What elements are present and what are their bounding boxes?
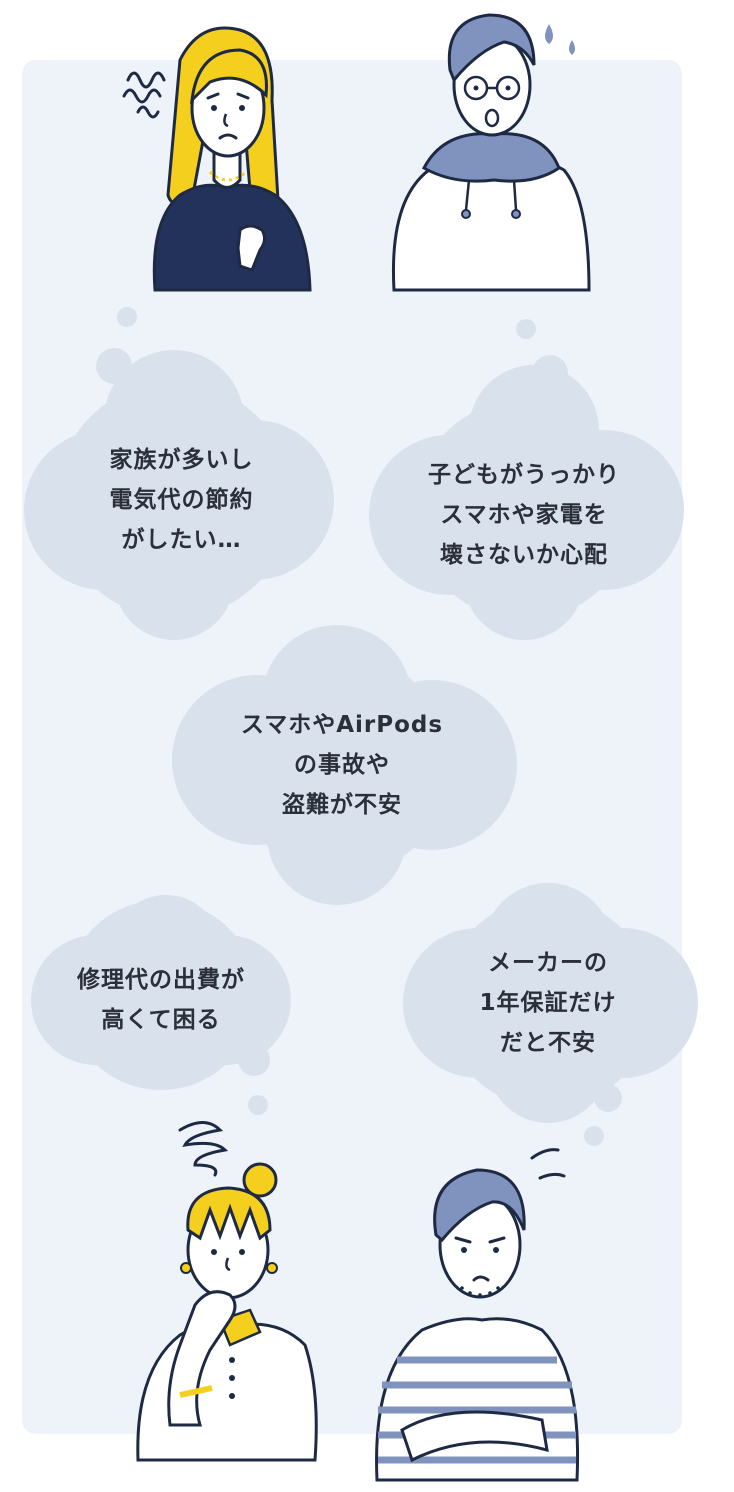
bubble-text-line: スマホや家電を [440, 502, 608, 528]
worried-woman-illustration [110, 20, 340, 304]
thought-bubble-theft: スマホやAirPods の事故や 盗難が不安 [162, 625, 527, 905]
bubble-text-line: 電気代の節約 [109, 487, 254, 513]
bubble-text-line: 子どもがうっかり [428, 462, 620, 488]
thought-bubble-warranty: メーカーの 1年保証だけ だと不安 [398, 878, 698, 1158]
thought-bubble-child-damage: 子どもがうっかり スマホや家電を 壊さないか心配 [364, 315, 694, 645]
bubble-text-line: 高くて困る [101, 1007, 221, 1033]
thought-bubble-repair-cost: 修理代の出費が 高くて困る [26, 890, 296, 1120]
bubble-text-line: 壊さないか心配 [440, 542, 608, 568]
troubled-man-striped-shirt-illustration [372, 1130, 592, 1489]
bubble-text-line: がしたい… [121, 527, 242, 553]
bubble-text-line: 1年保証だけ [479, 990, 617, 1016]
bubble-text-line: メーカーの [488, 950, 608, 976]
bubble-text-line: 盗難が不安 [282, 792, 402, 818]
bubble-text-line: 修理代の出費が [77, 967, 245, 993]
worried-man-glasses-illustration [384, 0, 614, 299]
bubble-text-line: だと不安 [500, 1030, 596, 1056]
confused-woman-illustration [120, 1110, 335, 1489]
bubble-text-line: の事故や [294, 752, 390, 778]
thought-bubble-electricity: 家族が多いし 電気代の節約 がしたい… [24, 300, 344, 640]
bubble-text-line: 家族が多いし [109, 447, 254, 473]
bubble-text-line: スマホやAirPods [240, 712, 444, 738]
